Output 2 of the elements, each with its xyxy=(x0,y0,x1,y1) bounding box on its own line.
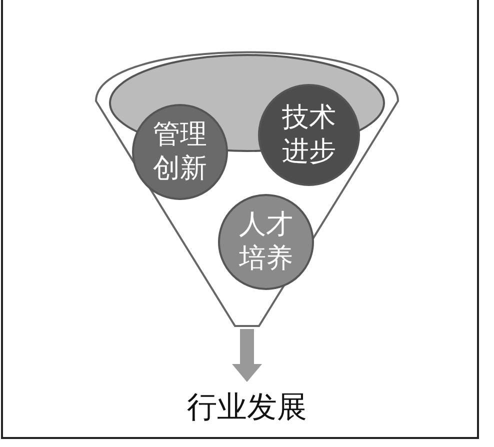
down-arrow xyxy=(232,329,262,382)
result-label: 行业发展 xyxy=(187,388,307,426)
